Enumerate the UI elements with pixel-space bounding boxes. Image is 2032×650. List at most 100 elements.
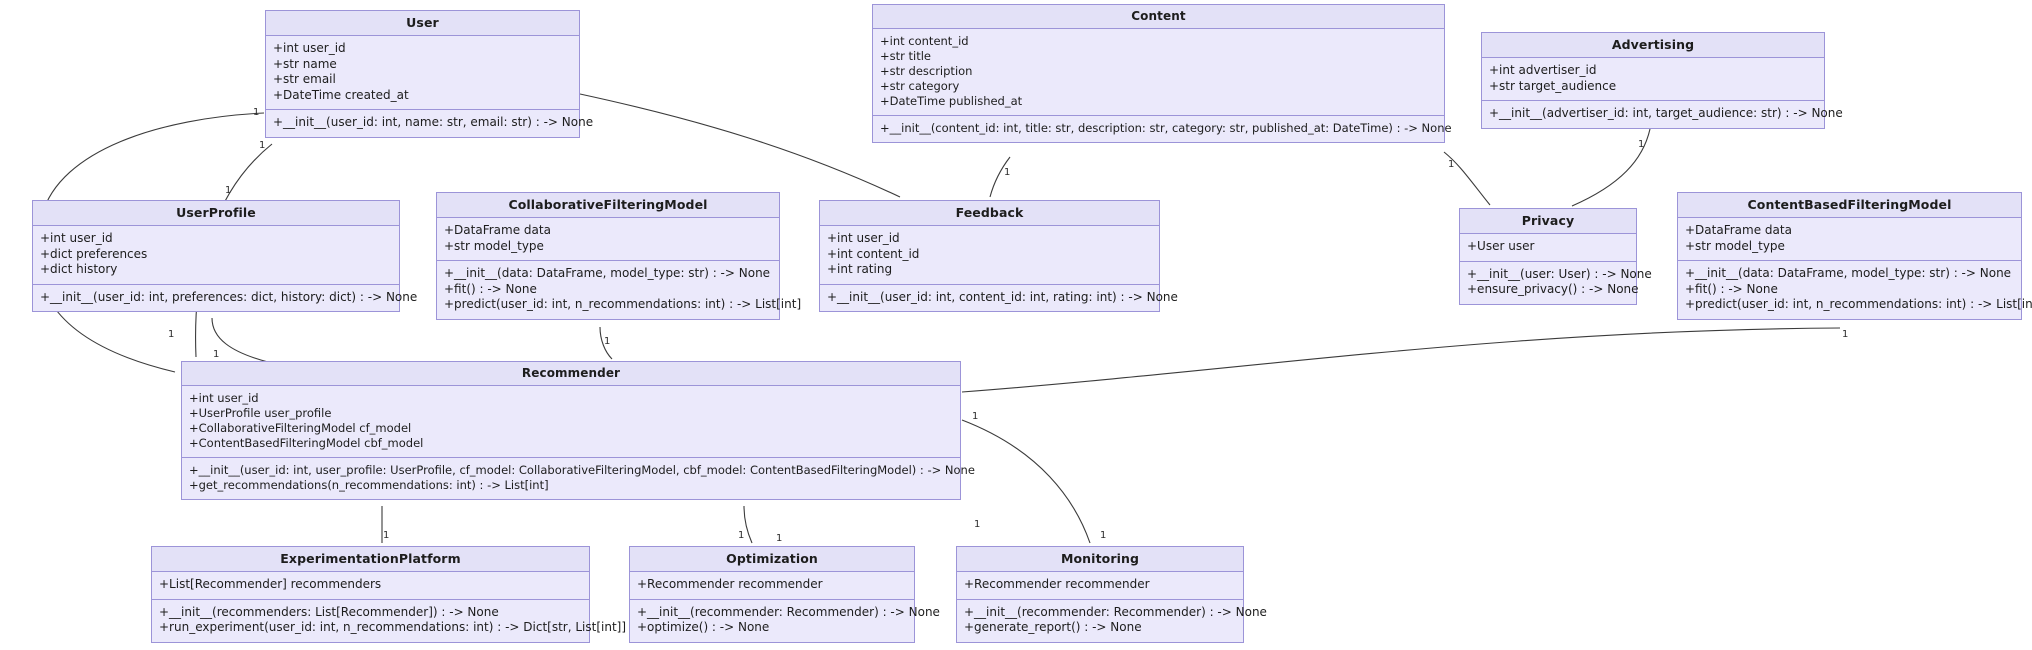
class-method-row: +__init__(user_id: int, user_profile: Us… [189,463,975,477]
class-method-row: +__init__(user: User) : -> None [1467,266,1652,281]
class-attribute-row: +ContentBasedFilteringModel cbf_model [189,436,424,450]
class-method-row: +fit() : -> None [444,281,537,296]
class-method-row: +__init__(data: DataFrame, model_type: s… [1685,266,2012,280]
class-attribute-row: +int user_id [827,231,900,245]
multiplicity-label: 1 [225,185,232,196]
multiplicity-label: 1 [738,530,745,541]
class-method-row: +__init__(recommenders: List[Recommender… [159,604,499,619]
multiplicity-label: 1 [974,519,981,530]
multiplicity-label: 1 [168,329,175,340]
class-methods-feedback: +__init__(user_id: int, content_id: int,… [820,285,1178,312]
class-method-row: +get_recommendations(n_recommendations: … [189,478,549,492]
class-attribute-row: +int rating [827,262,893,276]
multiplicity-label: 1 [253,107,260,118]
class-name-advertising: Advertising [1482,33,1824,58]
class-name-userprofile: UserProfile [33,201,399,226]
class-methods-user: +__init__(user_id: int, name: str, email… [266,110,594,137]
class-method-row: +run_experiment(user_id: int, n_recommen… [159,620,627,634]
association-edge-recommender-cbf [961,327,1841,393]
class-box-recommender[interactable]: Recommender+int user_id+UserProfile user… [181,361,975,500]
class-methods-content: +__init__(content_id: int, title: str, d… [873,116,1452,142]
class-method-row: +__init__(user_id: int, content_id: int,… [827,289,1178,304]
class-attribute-row: +Recommender recommender [964,577,1150,591]
class-method-row: +fit() : -> None [1685,281,1778,296]
multiplicity-label: 1 [604,336,611,347]
class-attributes-optimization: +Recommender recommender [630,572,914,600]
multiplicity-label: 1 [776,533,783,544]
class-methods-cbfmodel: +__init__(data: DataFrame, model_type: s… [1678,261,2032,319]
class-box-privacy[interactable]: Privacy +User user +__init__(user: User) :… [1459,208,1652,305]
multiplicity-label: 1 [383,530,390,541]
class-box-cbfmodel[interactable]: ContentBasedFilteringModel +DataFrame dat… [1677,192,2032,320]
class-method-row: +generate_report() : -> None [964,620,1142,634]
class-box-user[interactable]: User+int user_id+str name+str email+Date… [265,10,594,138]
class-attributes-userprofile: +int user_id+dict preferences+dict histo… [33,226,399,285]
class-box-optimization[interactable]: Optimization +Recommender recommender +__i… [629,546,940,643]
class-name-cfmodel: CollaborativeFilteringModel [437,193,779,218]
class-name-optimization: Optimization [630,547,914,572]
class-name-privacy: Privacy [1460,209,1636,234]
class-attribute-row: +dict preferences [40,246,148,261]
class-methods-privacy: +__init__(user: User) : -> None+ensure_p… [1460,262,1652,304]
class-method-row: +__init__(user_id: int, name: str, email… [273,115,594,129]
class-attribute-row: +DataFrame data [444,223,551,237]
class-attributes-feedback: +int user_id+int content_id+int rating [820,226,1159,285]
class-box-content[interactable]: Content+int content_id+str title+str des… [872,4,1452,143]
class-attribute-row: +int content_id [880,34,969,48]
class-attributes-user: +int user_id+str name+str email+DateTime… [266,36,579,110]
class-method-row: +predict(user_id: int, n_recommendations… [1685,297,2032,311]
class-attribute-row: +CollaborativeFilteringModel cf_model [189,421,412,435]
class-methods-cfmodel: +__init__(data: DataFrame, model_type: s… [437,261,802,319]
class-attributes-monitoring: +Recommender recommender [957,572,1243,600]
class-attribute-row: +int user_id [273,41,346,55]
class-methods-optimization: +__init__(recommender: Recommender) : ->… [630,600,940,642]
class-attribute-row: +str target_audience [1489,78,1617,93]
class-attributes-recommender: +int user_id+UserProfile user_profile+Co… [182,386,960,458]
multiplicity-label: 1 [1100,530,1107,541]
class-attribute-row: +int content_id [827,246,920,261]
class-attributes-cfmodel: +DataFrame data+str model_type [437,218,779,261]
class-box-feedback[interactable]: Feedback+int user_id+int content_id+int … [819,200,1178,312]
association-edge-recommender-optimization [743,505,753,544]
class-attribute-row: +DateTime published_at [880,94,1023,108]
class-box-userprofile[interactable]: UserProfile+int user_id+dict preferences… [32,200,418,312]
multiplicity-label: 1 [1004,167,1011,178]
class-name-user: User [266,11,579,36]
class-attribute-row: +str description [880,64,973,78]
class-name-feedback: Feedback [820,201,1159,226]
class-box-experimentation[interactable]: ExperimentationPlatform+List[Recommender… [151,546,627,643]
class-attribute-row: +int user_id [189,391,259,405]
class-method-row: +optimize() : -> None [637,620,770,634]
class-attribute-row: +str model_type [1685,238,1785,253]
class-attribute-row: +str category [880,79,960,93]
multiplicity-label: 1 [213,349,220,360]
class-method-row: +__init__(user_id: int, preferences: dic… [40,289,418,304]
class-attribute-row: +List[Recommender] recommenders [159,577,382,591]
class-attribute-row: +str title [880,49,932,63]
class-method-row: +ensure_privacy() : -> None [1467,282,1639,296]
class-attribute-row: +str email [273,72,336,86]
class-attribute-row: +User user [1467,239,1535,253]
multiplicity-label: 1 [972,411,979,422]
class-name-content: Content [873,5,1444,29]
class-attribute-row: +UserProfile user_profile [189,406,332,420]
class-method-row: +__init__(recommender: Recommender) : ->… [637,604,940,619]
class-box-cfmodel[interactable]: CollaborativeFilteringModel+DataFrame da… [436,192,802,320]
class-method-row: +__init__(recommender: Recommender) : ->… [964,604,1267,619]
multiplicity-label: 1 [1448,159,1455,170]
class-method-row: +__init__(data: DataFrame, model_type: s… [444,266,771,280]
class-name-cbfmodel: ContentBasedFilteringModel [1678,193,2021,218]
class-box-monitoring[interactable]: Monitoring+Recommender recommender+__ini… [956,546,1267,643]
class-box-advertising[interactable]: Advertising +int advertiser_id+str target… [1481,32,1843,129]
class-methods-advertising: +__init__(advertiser_id: int, target_aud… [1482,101,1843,128]
class-attribute-row: +str name [273,56,337,71]
class-attribute-row: +DataFrame data [1685,223,1792,237]
class-methods-monitoring: +__init__(recommender: Recommender) : ->… [957,600,1267,642]
class-methods-experimentation: +__init__(recommenders: List[Recommender… [152,600,627,642]
class-methods-userprofile: +__init__(user_id: int, preferences: dic… [33,285,418,312]
class-method-row: +predict(user_id: int, n_recommendations… [444,297,802,311]
class-attributes-content: +int content_id+str title+str descriptio… [873,29,1444,116]
class-attribute-row: +int advertiser_id [1489,63,1597,77]
class-attribute-row: +Recommender recommender [637,577,823,591]
